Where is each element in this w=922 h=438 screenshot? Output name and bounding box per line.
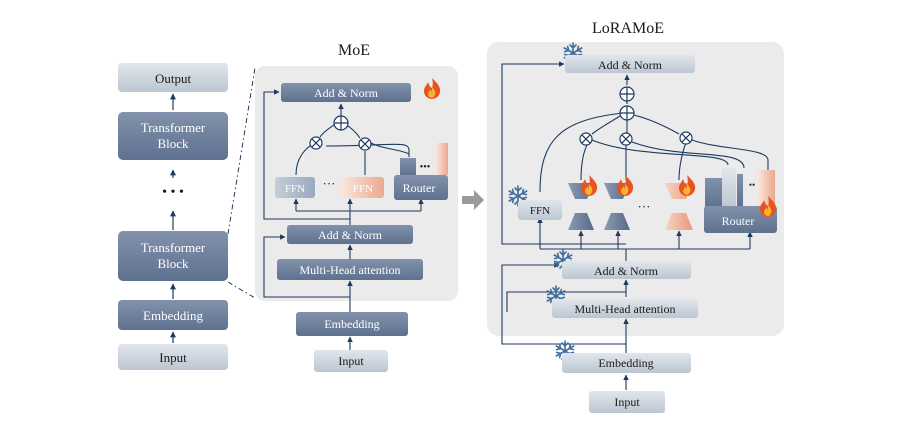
loramoe-plus-circle-icon-2 [619, 105, 635, 121]
moe-router-ellipsis: ••• [420, 162, 431, 173]
moe-add-norm-top-label: Add & Norm [314, 86, 379, 100]
left-output-box [118, 63, 228, 92]
loramoe-attention-label: Multi-Head attention [575, 302, 676, 316]
left-ellipsis: • • • [162, 185, 184, 200]
moe-input-box [314, 350, 388, 372]
moe-add-norm-bottom-label: Add & Norm [318, 228, 383, 242]
loramoe-add-norm-bottom [562, 261, 691, 279]
moe-ffn-expert-2-label: FFN [353, 183, 373, 195]
moe-ffn-ellipsis: ··· [323, 176, 336, 191]
arrow-right-icon [462, 190, 484, 210]
left-stack [170, 67, 256, 343]
loramoe-input-label: Input [614, 395, 640, 409]
loramoe-times-circle-icon-3 [679, 131, 693, 145]
loramoe-router-bar-3 [737, 174, 743, 208]
moe-router-box [394, 175, 448, 200]
moe-embedding-label: Embedding [324, 317, 379, 331]
loramoe-expert-ellipsis: ··· [638, 199, 651, 214]
loramoe-router-bar-2 [722, 168, 736, 208]
moe-input-label: Input [338, 354, 364, 368]
loramoe-add-norm-top-label: Add & Norm [598, 58, 663, 72]
moe-add-norm-top [281, 83, 411, 102]
left-embedding-box [118, 300, 228, 330]
loramoe-router-ellipsis: •• [749, 180, 755, 190]
moe-router-bar-1 [400, 158, 416, 175]
loramoe-router-bar-1 [705, 178, 722, 208]
loramoe-embedding-label: Embedding [598, 356, 653, 370]
moe-title: MoE [338, 42, 370, 59]
left-input-box [118, 344, 228, 370]
moe-plus-circle-icon [333, 115, 349, 131]
moe-times-circle-icon-2 [358, 137, 372, 151]
loramoe-input-box [589, 391, 665, 413]
loramoe-router-label: Router [722, 214, 755, 228]
moe-ffn-expert-1 [275, 177, 315, 198]
loramoe-times-circle-icon-1 [579, 132, 593, 146]
left-embedding-label: Embedding [143, 308, 203, 323]
loramoe-add-norm-top [565, 55, 695, 73]
loramoe-attention-box [552, 299, 698, 318]
left-transformer-block-bottom [118, 231, 228, 281]
loramoe-router-bar-4 [758, 170, 775, 208]
loramoe-embedding-box [562, 353, 691, 373]
moe-embedding-box [296, 312, 408, 336]
loramoe-times-circle-icon-2 [619, 132, 633, 146]
loramoe-add-norm-bottom-label: Add & Norm [594, 264, 659, 278]
moe-add-norm-bottom [287, 225, 413, 244]
moe-ffn-expert-2 [342, 177, 384, 198]
loramoe-title: LoRAMoE [592, 20, 664, 37]
left-transformer-block-top [118, 112, 228, 160]
loramoe-ffn-box [518, 200, 562, 220]
moe-attention-box [277, 259, 423, 280]
loramoe-ffn-label: FFN [530, 205, 550, 217]
loramoe-plus-circle-icon-1 [619, 86, 635, 102]
moe-router-bar-2 [436, 143, 448, 175]
moe-attention-label: Multi-Head attention [300, 263, 401, 277]
left-input-label: Input [159, 350, 187, 365]
moe-ffn-expert-1-label: FFN [285, 183, 305, 195]
moe-connections [263, 89, 424, 350]
moe-times-circle-icon-1 [309, 136, 323, 150]
loramoe-panel [487, 42, 784, 336]
loramoe-router-box [704, 206, 777, 233]
left-output-label: Output [155, 71, 192, 86]
moe-router-label: Router [403, 181, 436, 195]
